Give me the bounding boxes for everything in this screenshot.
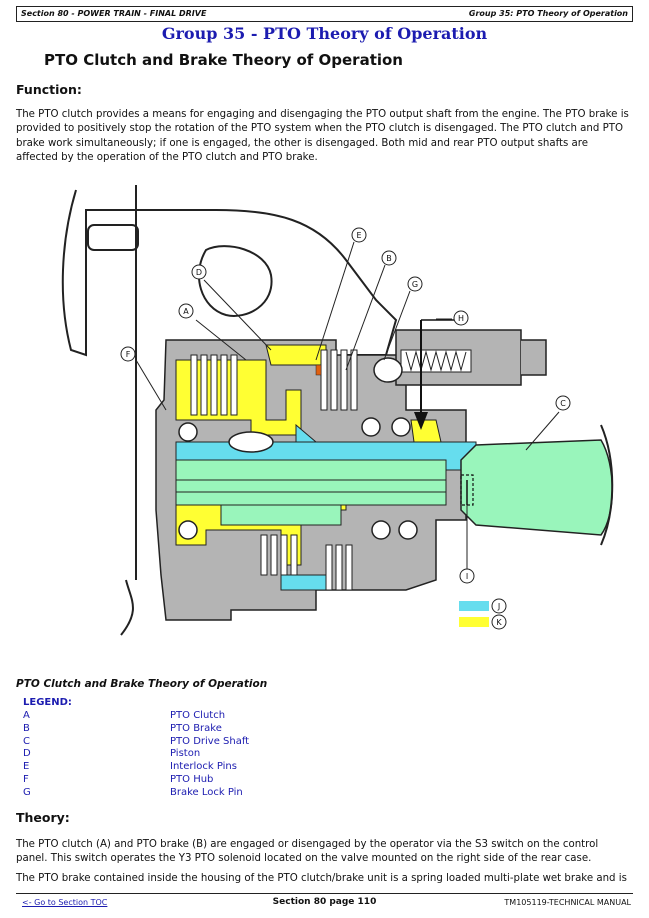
legend-desc: PTO Brake — [170, 722, 222, 734]
header-group: Group 35: PTO Theory of Operation — [468, 9, 628, 18]
legend-letter: E — [23, 761, 30, 773]
legend-desc: PTO Hub — [170, 773, 214, 785]
callout-a: A — [178, 303, 194, 319]
legend-item: A PTO Clutch — [23, 710, 323, 723]
theory-heading: Theory: — [16, 810, 70, 825]
svg-text:G: G — [412, 280, 418, 289]
svg-text:C: C — [560, 399, 566, 408]
svg-text:F: F — [126, 350, 131, 359]
legend-letter: F — [23, 773, 29, 785]
legend-item: B PTO Brake — [23, 723, 323, 736]
legend-item: C PTO Drive Shaft — [23, 736, 323, 749]
swatch-j — [459, 601, 489, 611]
legend-letter: C — [23, 735, 30, 747]
svg-text:B: B — [386, 254, 392, 263]
svg-text:J: J — [497, 602, 500, 611]
callout-f: F — [120, 346, 136, 362]
legend-desc: Brake Lock Pin — [170, 786, 243, 798]
legend-item: D Piston — [23, 748, 323, 761]
theory-paragraph-1: The PTO clutch (A) and PTO brake (B) are… — [16, 839, 599, 865]
legend-heading: LEGEND: — [23, 697, 72, 708]
svg-text:A: A — [183, 307, 189, 316]
legend-letter: A — [23, 710, 30, 721]
legend-item: F PTO Hub — [23, 774, 323, 787]
callout-c: C — [555, 395, 571, 411]
callout-h: H — [453, 310, 469, 326]
callout-d: D — [191, 264, 207, 280]
page-number: Section 80 page 110 — [272, 897, 377, 907]
legend-desc: PTO Drive Shaft — [170, 735, 250, 747]
swatch-k — [459, 617, 489, 627]
legend-item: G Brake Lock Pin — [23, 787, 323, 800]
page-title: PTO Clutch and Brake Theory of Operation — [44, 51, 403, 69]
upper-bearing-icon — [87, 224, 139, 251]
legend-desc: PTO Clutch — [170, 710, 226, 721]
callout-j: J — [491, 598, 507, 614]
svg-text:D: D — [196, 268, 202, 277]
figure-caption: PTO Clutch and Brake Theory of Operation — [16, 678, 268, 690]
callout-g: G — [407, 276, 423, 292]
legend-letter: G — [23, 786, 31, 798]
svg-text:E: E — [356, 231, 361, 240]
callout-i: I — [459, 568, 475, 584]
spring-icon — [405, 350, 467, 372]
callout-b: B — [381, 250, 397, 266]
header-section: Section 80 - POWER TRAIN - FINAL DRIVE — [21, 9, 207, 18]
callout-k: K — [491, 614, 507, 630]
group-title: Group 35 - PTO Theory of Operation — [161, 24, 488, 43]
legend-desc: Interlock Pins — [170, 761, 237, 773]
legend-letter: D — [23, 748, 31, 760]
footer-divider — [16, 893, 633, 894]
function-paragraph: The PTO clutch provides a means for enga… — [16, 109, 629, 164]
manual-id: TM105119-TECHNICAL MANUAL — [504, 898, 631, 907]
page-header: Section 80 - POWER TRAIN - FINAL DRIVE G… — [16, 6, 633, 22]
legend-item: E Interlock Pins — [23, 761, 323, 774]
legend-desc: Piston — [170, 748, 201, 760]
legend-letter: B — [23, 722, 30, 734]
svg-text:H: H — [458, 314, 464, 323]
callout-e: E — [351, 227, 367, 243]
pto-clutch-brake-diagram: A B C D E F G H I J K — [61, 185, 614, 636]
theory-paragraph-2: The PTO brake contained inside the housi… — [16, 873, 627, 884]
svg-text:I: I — [466, 572, 468, 581]
svg-text:K: K — [496, 618, 502, 627]
go-to-section-toc-link[interactable]: <- Go to Section TOC — [22, 898, 108, 907]
function-heading: Function: — [16, 82, 82, 97]
